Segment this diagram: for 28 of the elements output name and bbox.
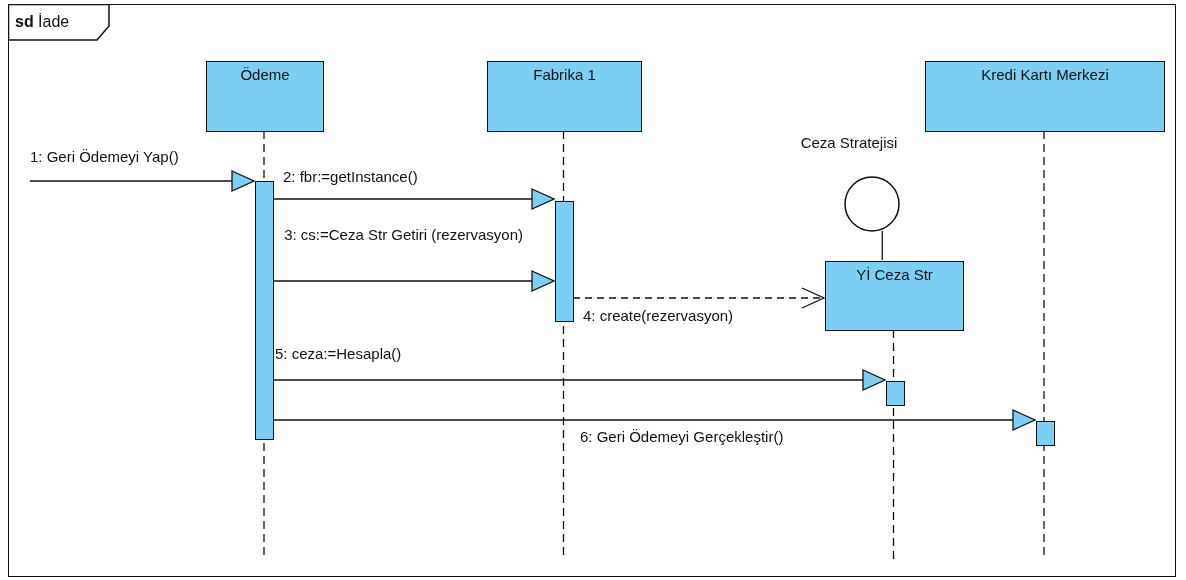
activation-bar [555,201,574,322]
arrow [272,188,555,210]
message-label: 1: Geri Ödemeyi Yap() [30,148,179,166]
connector-line [881,230,883,261]
lifeline-head [206,61,324,132]
lifeline-name: Fabrika 1 [533,66,596,83]
arrow [272,409,1036,431]
lifeline-head [825,261,964,331]
message-label: 4: create(rezervasyon) [583,307,734,325]
message-label: 6: Geri Ödemeyi Gerçekleştir() [580,428,784,446]
lifeline-head [487,61,642,132]
arrow [29,170,255,192]
lifeline-name: Yİ Ceza Str [856,266,933,283]
frame-title: sd İade [15,13,70,31]
lifeline-name: Kredi Kartı Merkezi [981,66,1109,83]
dashed-arrow [572,287,825,309]
activation-bar [255,181,274,440]
lifeline-head [925,61,1165,132]
interface-name: Ceza Stratejisi [799,134,899,151]
message-label: 2: fbr:=getInstance() [283,168,418,186]
activation-bar [1036,421,1055,446]
message-label: 5: ceza:=Hesapla() [275,345,402,363]
activation-bar [886,381,905,406]
arrow [272,270,555,292]
frame [8,4,1176,577]
message-label: 3: cs:=Ceza Str Getiri (rezervasyon) [283,226,523,244]
lifeline-name: Ödeme [240,66,290,83]
arrow [272,369,886,391]
